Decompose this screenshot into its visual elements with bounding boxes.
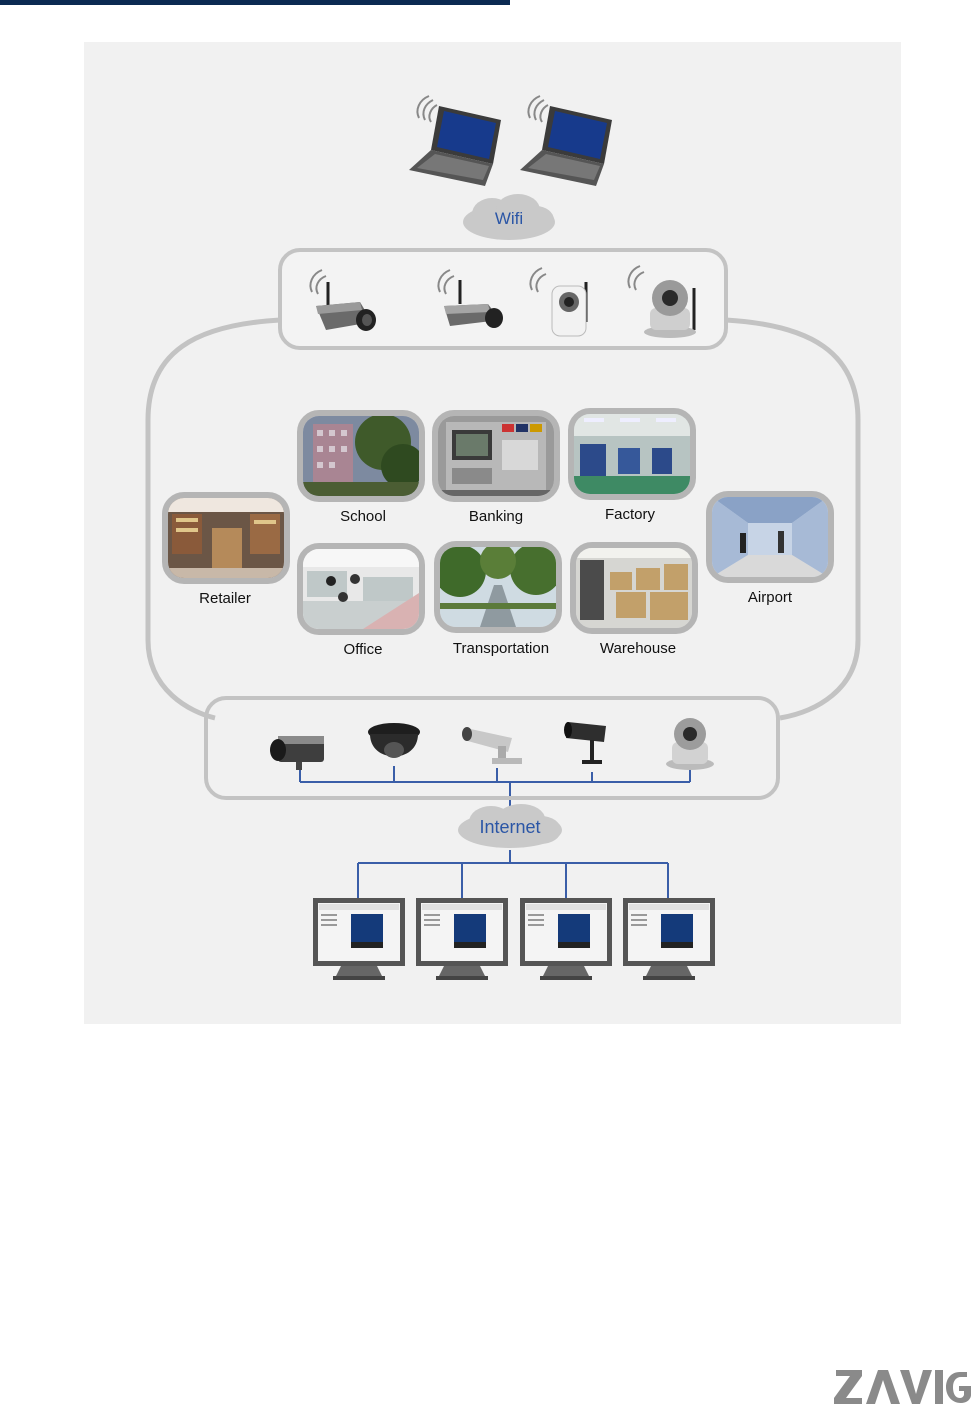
warehouse-photo <box>570 542 698 634</box>
bullet-camera-icon <box>462 716 526 772</box>
laptop-icon <box>405 92 515 192</box>
monitor-icon <box>518 896 614 982</box>
box-camera-icon <box>302 262 382 342</box>
retailer-label: Retailer <box>150 590 300 607</box>
airport-label: Airport <box>695 589 845 606</box>
wifi-cloud: Wifi <box>460 192 558 244</box>
zavio-logo <box>834 1366 972 1408</box>
office-label: Office <box>288 641 438 658</box>
monitor-icon <box>311 896 407 982</box>
airport-photo <box>706 491 834 583</box>
laptop-icon <box>516 92 626 192</box>
banking-atm-photo <box>432 410 560 502</box>
box-camera-icon <box>268 728 332 772</box>
monitor-icon <box>414 896 510 982</box>
factory-label: Factory <box>555 506 705 523</box>
internet-cloud: Internet <box>455 802 565 854</box>
box-camera-icon <box>430 262 510 342</box>
factory-photo <box>568 408 696 500</box>
banking-label: Banking <box>421 508 571 525</box>
school-label: School <box>288 508 438 525</box>
transportation-photo <box>434 541 562 633</box>
retailer-photo <box>162 492 290 584</box>
cube-camera-icon <box>522 260 602 342</box>
school-photo <box>297 410 425 502</box>
wifi-label: Wifi <box>460 209 558 229</box>
ptz-camera-icon <box>664 712 716 772</box>
transportation-label: Transportation <box>426 640 576 657</box>
office-photo <box>297 543 425 635</box>
monitor-icon <box>621 896 717 982</box>
ptz-camera-icon <box>620 258 702 342</box>
warehouse-label: Warehouse <box>563 640 713 657</box>
outdoor-camera-icon <box>564 716 612 776</box>
dome-camera-icon <box>366 720 422 772</box>
internet-label: Internet <box>455 817 565 838</box>
